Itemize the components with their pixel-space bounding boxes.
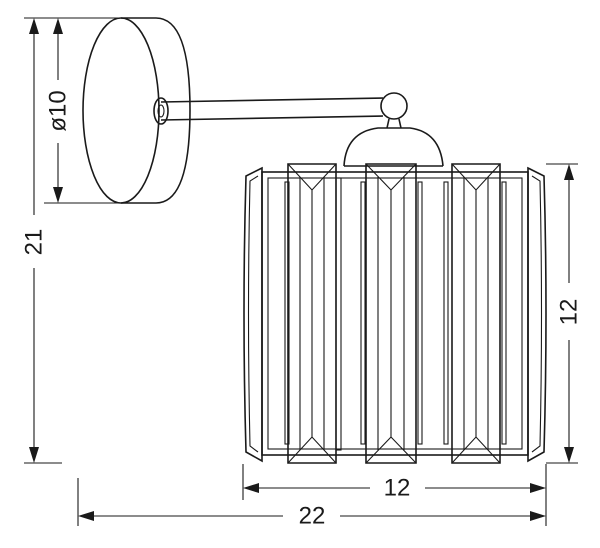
crystal-prism	[365, 163, 417, 464]
dimension-label-total-height: 21	[21, 229, 48, 256]
crystal-prism	[287, 163, 337, 464]
dimension-label-shade-width: 12	[384, 475, 411, 502]
crystal-prism	[451, 163, 501, 464]
dimension-shade-height: 12	[546, 163, 583, 464]
crystal-shade	[243, 163, 547, 464]
dimension-label-total-width: 22	[299, 503, 326, 530]
wall-base-plate	[82, 17, 191, 204]
dimension-label-base-diameter: ø10	[45, 90, 72, 131]
dimension-label-shade-height: 12	[556, 299, 583, 326]
dimension-base-diameter: ø10	[44, 18, 118, 204]
socket-cap	[343, 127, 444, 167]
shade-bars	[284, 177, 507, 451]
dimension-total-height: 21	[21, 17, 118, 464]
lamp-arm	[153, 92, 408, 129]
dimension-shade-width: 12	[242, 464, 547, 526]
dimension-total-width: 22	[77, 478, 546, 530]
